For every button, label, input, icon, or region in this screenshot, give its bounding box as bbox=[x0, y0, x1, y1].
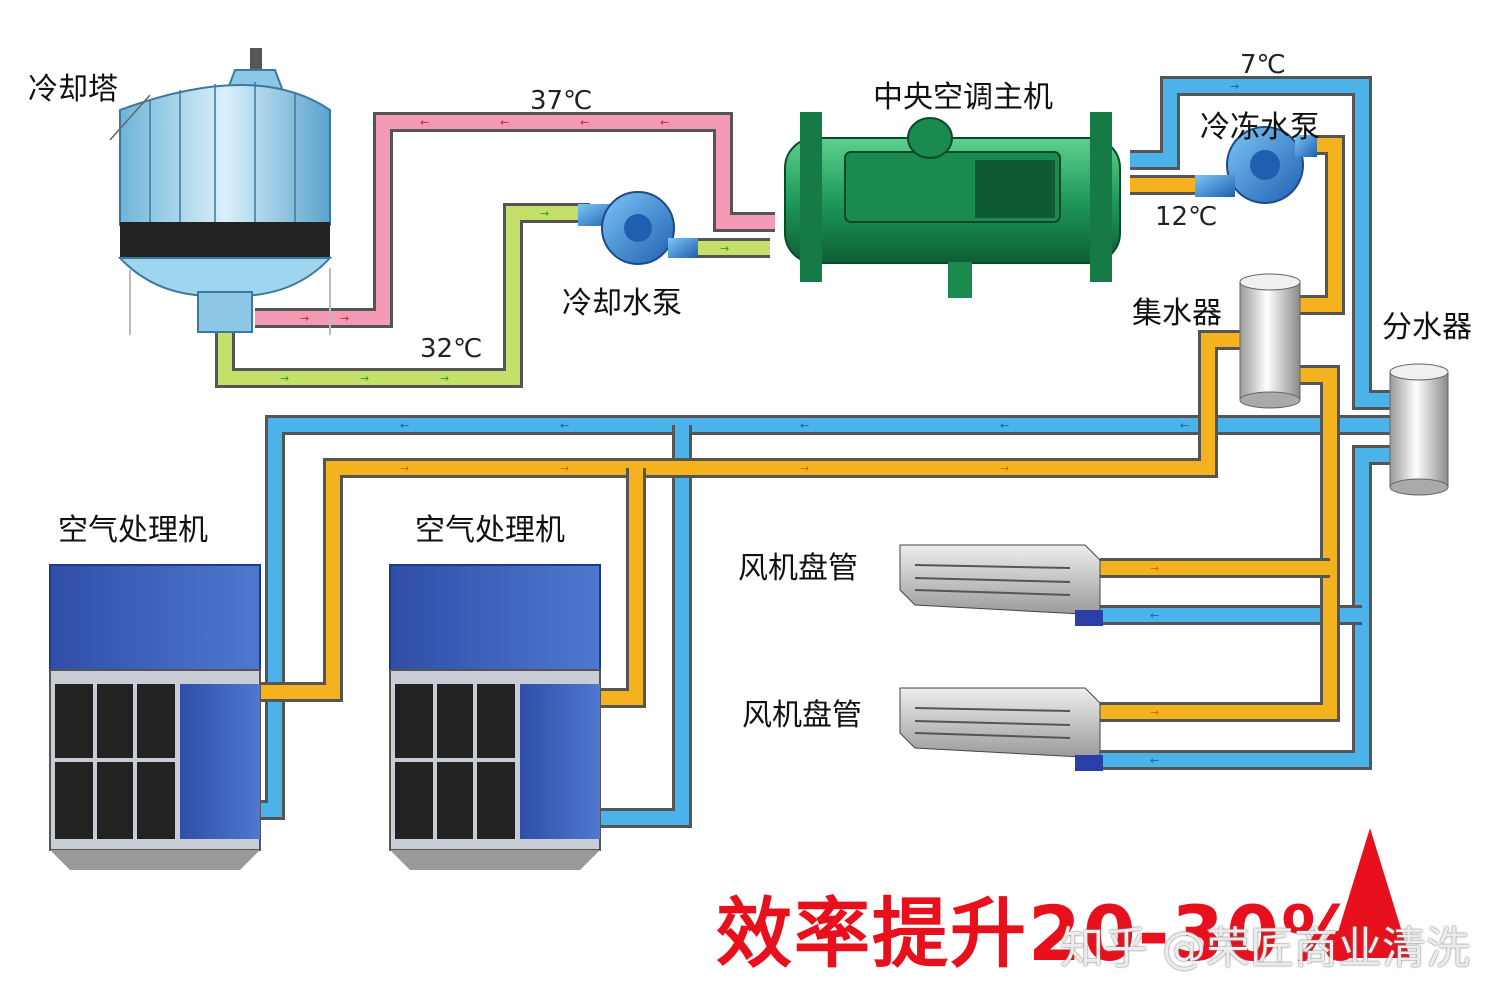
chilled-pump-icon bbox=[1195, 126, 1317, 204]
svg-text:→: → bbox=[540, 207, 549, 220]
water-header-icon bbox=[1239, 273, 1449, 496]
svg-text:→: → bbox=[360, 372, 369, 385]
efficiency-headline: 效率提升20-30% bbox=[716, 889, 1360, 978]
temp-37: 37℃ bbox=[530, 86, 593, 116]
label-ahu-2: 空气处理机 bbox=[415, 513, 565, 548]
label-fcu-2: 风机盘管 bbox=[742, 698, 862, 733]
svg-text:←: ← bbox=[500, 116, 509, 129]
label-fcu-1: 风机盘管 bbox=[738, 551, 858, 586]
svg-text:→: → bbox=[340, 312, 349, 325]
up-arrow-icon bbox=[1330, 828, 1410, 958]
label-chilled-pump: 冷冻水泵 bbox=[1200, 110, 1320, 145]
svg-text:→: → bbox=[720, 242, 729, 255]
fan-coil-icon bbox=[899, 687, 1103, 771]
svg-text:←: ← bbox=[1150, 754, 1159, 767]
svg-text:→: → bbox=[1150, 562, 1159, 575]
svg-text:←: ← bbox=[660, 116, 669, 129]
temp-12: 12℃ bbox=[1155, 202, 1218, 232]
label-cooling-tower: 冷却塔 bbox=[28, 72, 118, 107]
svg-text:→: → bbox=[800, 462, 809, 475]
svg-text:→: → bbox=[440, 372, 449, 385]
svg-text:←: ← bbox=[1180, 419, 1189, 432]
svg-text:→: → bbox=[300, 312, 309, 325]
label-distributor: 分水器 bbox=[1382, 310, 1472, 345]
svg-text:←: ← bbox=[560, 419, 569, 432]
cooling-pump-icon bbox=[578, 191, 698, 265]
svg-text:←: ← bbox=[580, 116, 589, 129]
air-handler-icon bbox=[49, 564, 261, 870]
svg-text:→: → bbox=[560, 462, 569, 475]
chiller-icon bbox=[784, 112, 1121, 298]
svg-text:←: ← bbox=[1000, 419, 1009, 432]
label-ahu-1: 空气处理机 bbox=[58, 513, 208, 548]
label-collector: 集水器 bbox=[1132, 296, 1222, 331]
temp-7: 7℃ bbox=[1240, 50, 1286, 80]
label-cooling-pump: 冷却水泵 bbox=[562, 286, 682, 321]
svg-text:→: → bbox=[1230, 80, 1239, 93]
svg-text:→: → bbox=[1000, 462, 1009, 475]
temp-32: 32℃ bbox=[420, 334, 483, 364]
svg-text:→: → bbox=[280, 372, 289, 385]
pipe-condenser-return-37 bbox=[255, 112, 775, 328]
svg-text:←: ← bbox=[400, 419, 409, 432]
svg-text:→: → bbox=[1150, 706, 1159, 719]
watermark: 知乎 @荣匠商业清洗 bbox=[1060, 923, 1470, 974]
label-chiller: 中央空调主机 bbox=[873, 80, 1053, 115]
svg-text:←: ← bbox=[420, 116, 429, 129]
fan-coil-icon bbox=[899, 544, 1103, 626]
svg-text:←: ← bbox=[1150, 609, 1159, 622]
svg-text:←: ← bbox=[800, 419, 809, 432]
air-handler-icon bbox=[389, 564, 601, 870]
svg-text:→: → bbox=[400, 462, 409, 475]
cooling-tower-icon bbox=[109, 48, 333, 335]
